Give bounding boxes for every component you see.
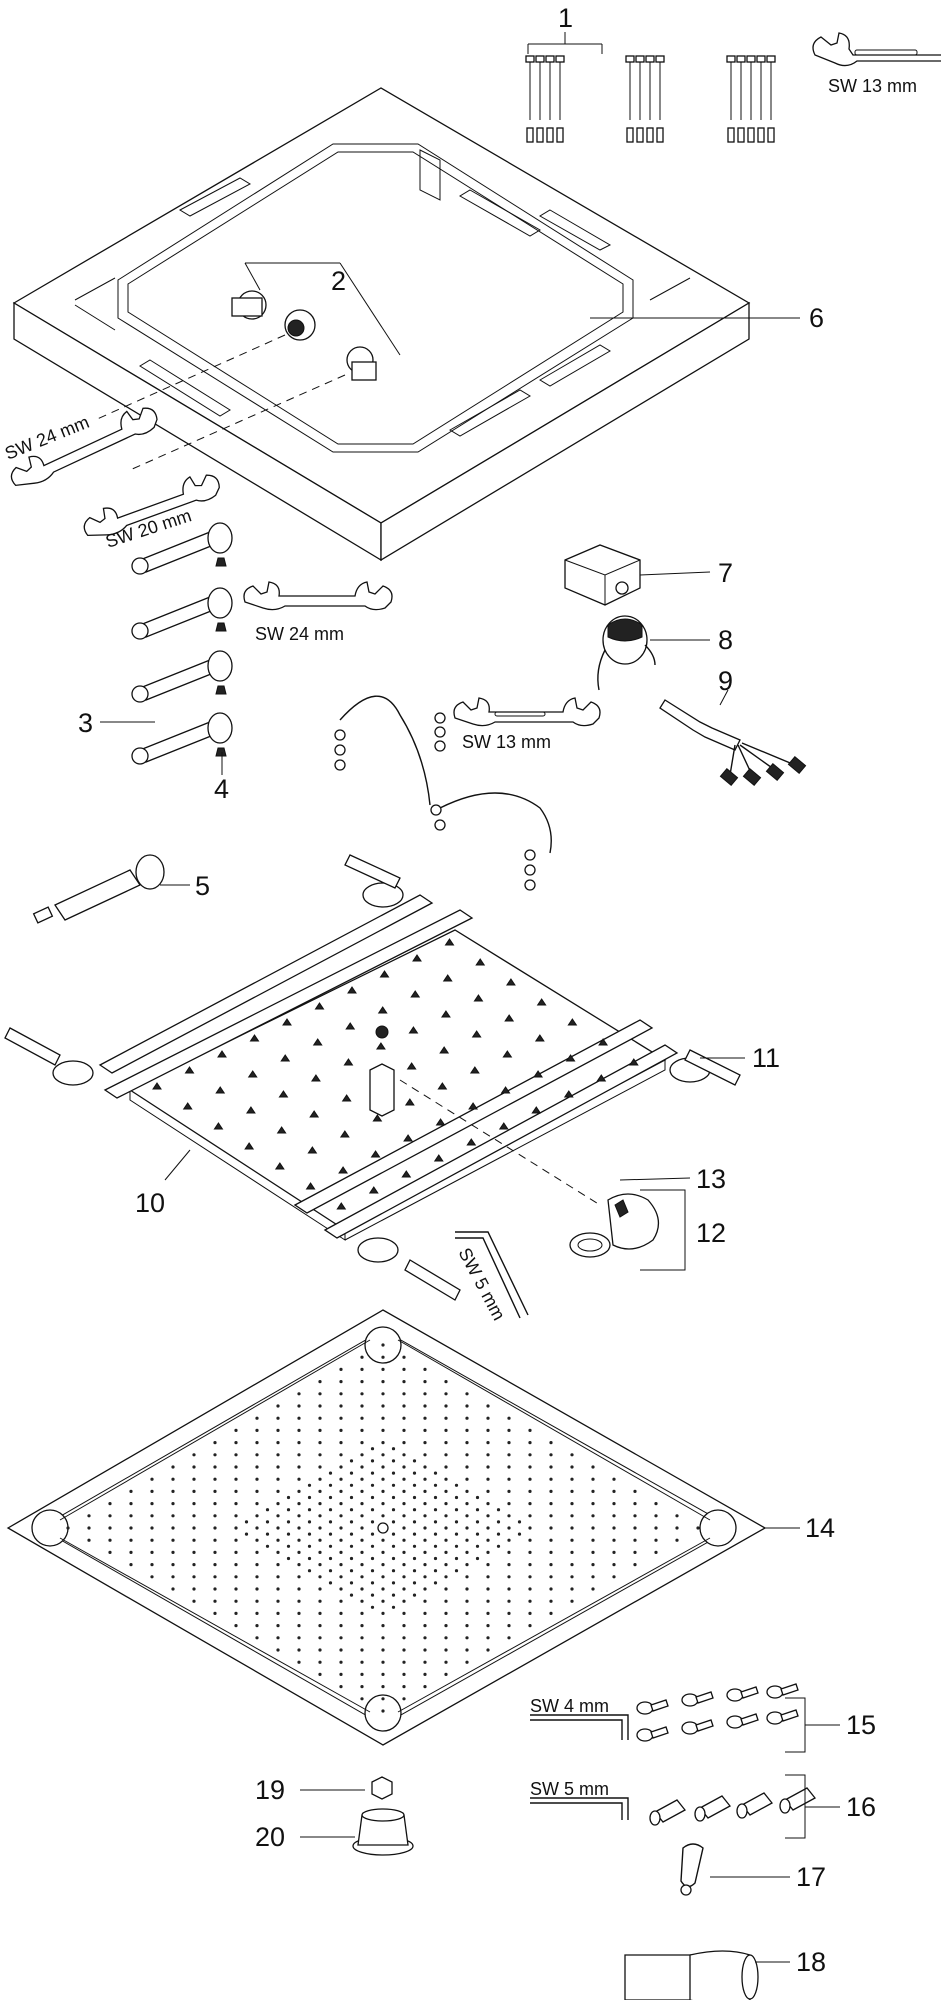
label-2: 2 xyxy=(331,266,346,296)
label-6: 6 xyxy=(809,303,824,333)
label-11: 11 xyxy=(752,1043,780,1073)
label-10: 10 xyxy=(135,1188,165,1218)
label-8: 8 xyxy=(718,625,733,655)
tool-label-sw13-top: SW 13 mm xyxy=(828,76,917,96)
water-fittings xyxy=(231,262,401,381)
label-14: 14 xyxy=(805,1513,835,1543)
mounting-plate xyxy=(98,894,679,1241)
hose-5 xyxy=(32,854,165,924)
label-4: 4 xyxy=(214,774,229,804)
label-18: 18 xyxy=(796,1947,826,1977)
label-7: 7 xyxy=(718,558,733,588)
shower-panel xyxy=(6,1309,767,1746)
hose-set xyxy=(131,522,233,765)
wrench-icon xyxy=(812,32,941,67)
wrench-icon xyxy=(453,697,601,727)
label-16: 16 xyxy=(846,1792,876,1822)
label-13: 13 xyxy=(696,1164,726,1194)
label-9: 9 xyxy=(718,666,733,696)
label-17: 17 xyxy=(796,1862,826,1892)
tool-label-sw24-mid: SW 24 mm xyxy=(255,624,344,644)
transformer xyxy=(597,615,656,691)
label-15: 15 xyxy=(846,1710,876,1740)
support-feet xyxy=(4,854,741,1301)
bolt-set xyxy=(525,32,776,143)
label-5: 5 xyxy=(195,871,210,901)
earth-cables xyxy=(334,695,552,891)
leader-lines xyxy=(100,317,800,1963)
tool-label-sw4-key: SW 4 mm xyxy=(530,1696,609,1716)
tool-label-sw5-hex: SW 5 mm xyxy=(454,1244,509,1323)
cable-splitter xyxy=(659,699,807,787)
small-hardware xyxy=(530,1683,840,2000)
mounting-frame xyxy=(12,87,751,562)
label-19: 19 xyxy=(255,1775,285,1805)
label-3: 3 xyxy=(78,708,93,738)
wrench-icon xyxy=(10,407,158,487)
tool-label-sw5-key: SW 5 mm xyxy=(530,1779,609,1799)
label-20: 20 xyxy=(255,1822,285,1852)
tool-label-sw13-mid: SW 13 mm xyxy=(462,732,551,752)
wrench-icon xyxy=(243,581,393,611)
drain-parts xyxy=(352,1776,414,1856)
wrench-icon xyxy=(83,474,220,537)
label-12: 12 xyxy=(696,1218,726,1248)
label-1: 1 xyxy=(558,3,573,33)
hex-key-icon xyxy=(455,1231,529,1319)
junction-box xyxy=(564,544,641,606)
valve-cover xyxy=(569,1193,660,1258)
